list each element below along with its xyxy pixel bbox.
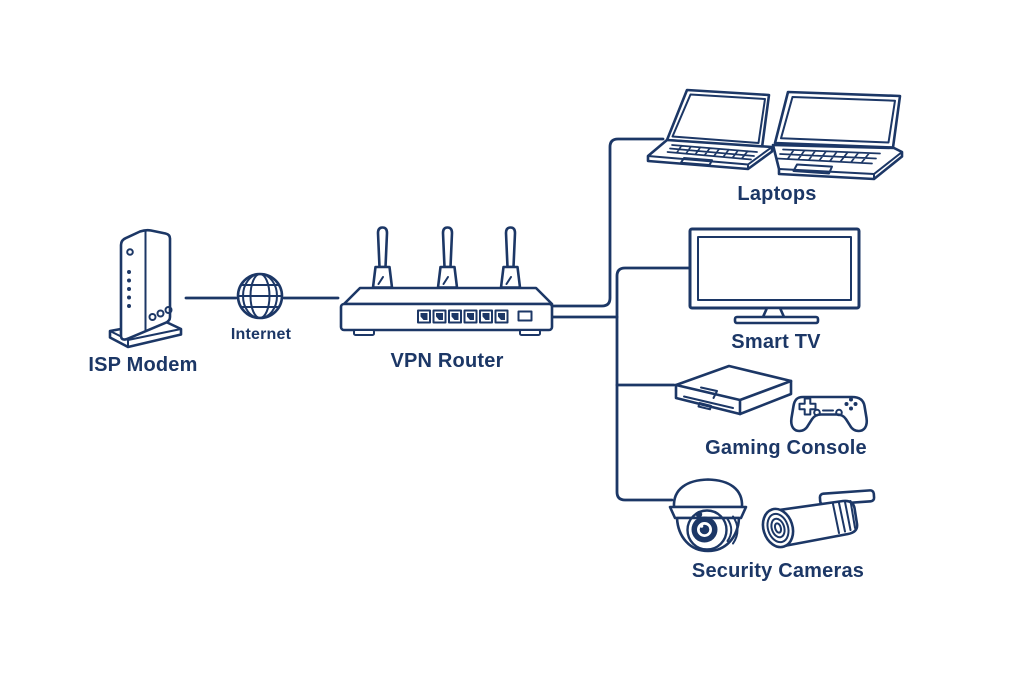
modem-status-leds <box>127 270 131 308</box>
label-smart-tv: Smart TV <box>731 331 821 353</box>
bullet-lens <box>761 507 795 549</box>
dome-reflections <box>726 515 739 545</box>
gamepad-stick <box>835 408 843 417</box>
tv-icon <box>688 227 861 325</box>
label-laptops: Laptops <box>737 183 816 205</box>
label-internet: Internet <box>231 326 292 343</box>
modem-vents <box>148 306 173 321</box>
console-eject-button <box>697 402 712 411</box>
router-top <box>342 286 554 306</box>
dome-ir-led <box>695 511 703 518</box>
label-vpn-router: VPN Router <box>390 350 503 372</box>
modem-base-edges <box>109 328 182 348</box>
modem-tower-icon <box>108 228 183 349</box>
label-security-cameras: Security Cameras <box>692 560 864 582</box>
game-console-icon <box>674 364 793 416</box>
laptop-icon <box>646 88 774 171</box>
connection-router-laptops <box>551 137 665 308</box>
tv-stand <box>733 315 820 325</box>
router-foot <box>353 329 375 336</box>
laptops-icon <box>646 88 904 181</box>
gamepad-stick <box>813 408 821 417</box>
wireless-router-icon <box>339 226 554 336</box>
bullet-heatsink <box>832 500 856 534</box>
laptop-keyboard <box>666 144 758 161</box>
laptop-touchpad <box>680 157 713 166</box>
laptop-touchpad <box>792 163 833 175</box>
dome-cap <box>672 478 744 509</box>
bullet-camera-icon <box>761 489 876 549</box>
label-isp-modem: ISP Modem <box>88 354 197 376</box>
label-gaming-console: Gaming Console <box>705 437 867 459</box>
antenna-icon <box>371 226 394 289</box>
tv-screen <box>697 236 852 301</box>
globe-parallels <box>237 284 283 308</box>
laptop-keyboard <box>776 148 881 165</box>
console-top-detail <box>700 386 718 399</box>
gamepad-dpad <box>798 397 817 416</box>
connection-lines <box>184 137 691 502</box>
router-foot <box>519 329 541 336</box>
modem-power-led <box>126 248 134 256</box>
antenna-icon <box>436 226 459 289</box>
globe-icon <box>236 272 284 320</box>
console-disc-slot <box>683 395 734 409</box>
router-wan-port <box>517 310 533 322</box>
dome-lens-ring <box>686 509 728 551</box>
ethernet-ports <box>417 309 509 324</box>
dome-band <box>668 505 748 520</box>
gamepad-icon <box>789 395 869 433</box>
dome-camera-icon <box>668 478 748 553</box>
laptop-icon <box>771 90 904 181</box>
antenna-icon <box>499 226 522 289</box>
gamepad-buttons <box>844 397 858 411</box>
tv-frame <box>688 227 861 310</box>
tv-neck <box>761 306 786 319</box>
